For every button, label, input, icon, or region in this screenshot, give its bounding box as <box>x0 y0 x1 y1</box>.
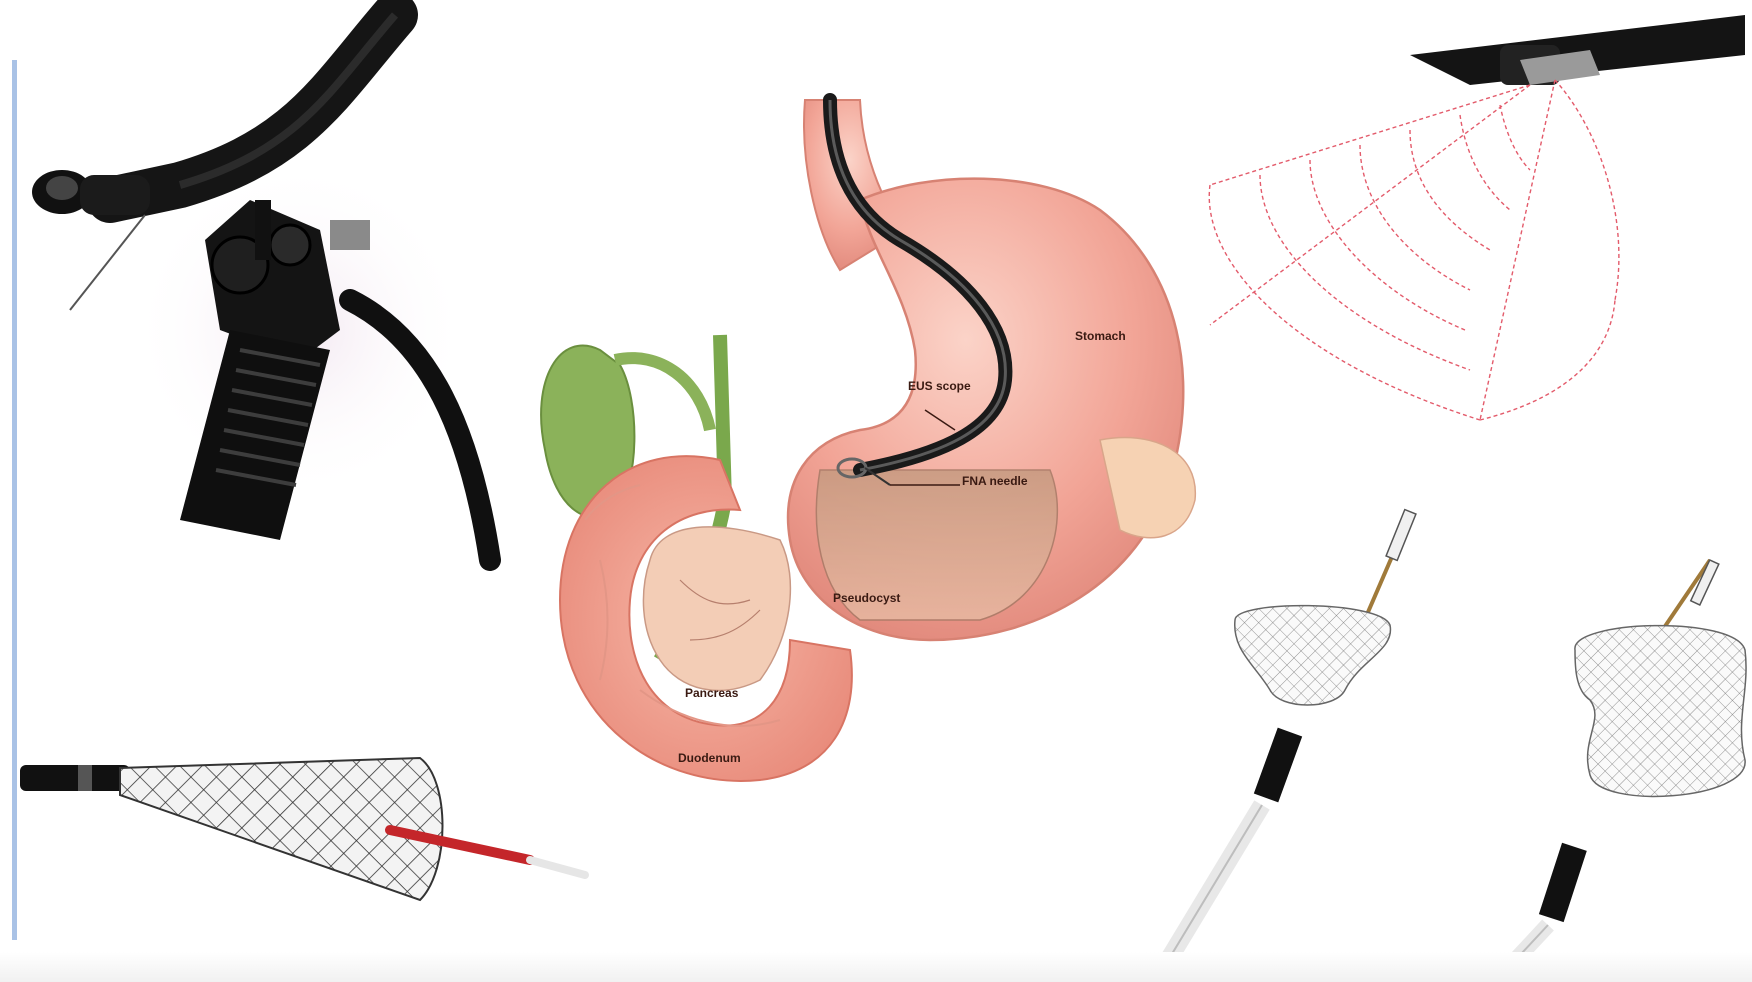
slide-bottom-fade <box>0 952 1752 982</box>
label-stomach: Stomach <box>1075 329 1126 343</box>
lams-stent-large <box>1495 560 1746 982</box>
label-fna-needle: FNA needle <box>962 474 1028 488</box>
stent-delivery-image <box>20 758 585 900</box>
lams-stent-small <box>1155 510 1416 982</box>
label-eus-scope: EUS scope <box>908 379 971 393</box>
label-pancreas: Pancreas <box>685 686 739 700</box>
label-duodenum: Duodenum <box>678 751 741 765</box>
label-pseudocyst: Pseudocyst <box>833 591 900 605</box>
anatomy-diagram: Stomach EUS scope FNA needle Pseudocyst … <box>541 100 1195 781</box>
echoendoscope-image <box>32 15 490 560</box>
pancreas <box>643 527 790 691</box>
ultrasound-fan-image <box>1209 15 1745 420</box>
